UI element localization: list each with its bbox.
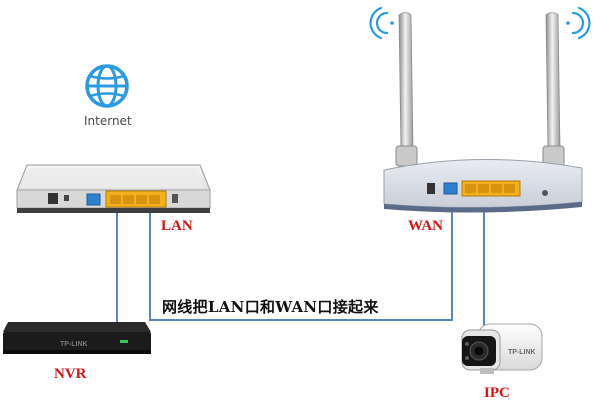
globe-icon	[85, 64, 129, 108]
ipc-label: IPC	[484, 385, 510, 401]
router-left	[16, 164, 211, 213]
router-right-ports	[427, 180, 548, 197]
wan-label: WAN	[408, 218, 444, 234]
internet-label: Internet	[84, 114, 132, 128]
nvr-icon: TP-LINK	[3, 322, 151, 354]
wifi-signal-icon	[369, 6, 394, 40]
ip-camera-icon: TP-LINK	[461, 323, 543, 374]
wifi-signal-icon	[566, 6, 591, 40]
camera-logo: TP-LINK	[508, 349, 536, 356]
connection-caption: 网线把LAN口和WAN口接起来	[162, 298, 379, 316]
router-right	[383, 12, 583, 213]
cable-lan-to-wan	[149, 205, 453, 321]
nvr-logo: TP-LINK	[60, 341, 88, 348]
cables	[116, 205, 485, 335]
router-left-ports	[48, 190, 178, 208]
nvr-label: NVR	[54, 366, 87, 382]
lan-label: LAN	[161, 218, 193, 234]
